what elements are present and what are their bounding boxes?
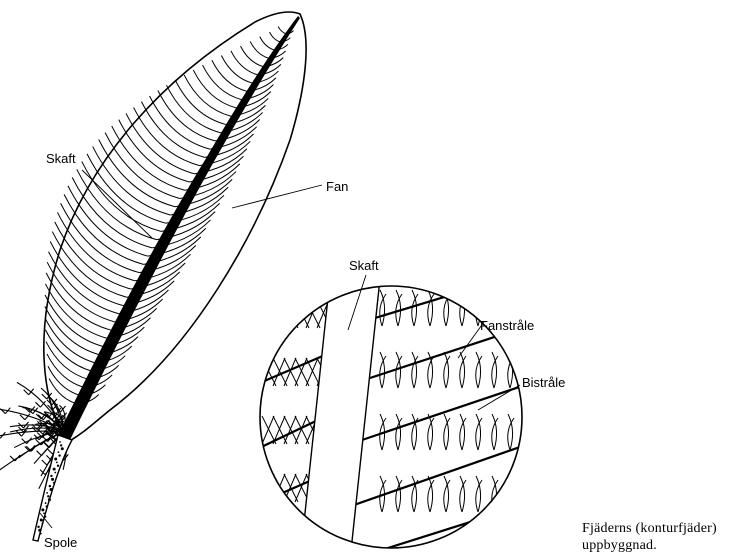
label-skaft-detail: Skaft (349, 258, 379, 273)
caption-line-2: uppbyggnad. (582, 537, 737, 554)
label-spole: Spole (44, 535, 77, 550)
quill-dot (41, 508, 44, 511)
down-filament (46, 455, 51, 460)
quill-dot (46, 505, 48, 507)
quill-dot (59, 441, 61, 443)
quill-dot (50, 475, 52, 477)
quill-dot (44, 515, 46, 517)
quill-dot (60, 444, 62, 446)
down-filament (42, 394, 47, 399)
detail-barbule (508, 480, 514, 512)
detail-barbule (273, 300, 287, 328)
detail-barbule (508, 476, 513, 512)
figure-caption: Fjäderns (konturfjäder) uppbyggnad. (582, 520, 737, 554)
down-filament (27, 438, 32, 444)
caption-line-1: Fjäderns (konturfjäder) (582, 520, 737, 537)
down-filament (20, 415, 25, 420)
quill-dot (48, 498, 51, 501)
quill-dot (51, 478, 54, 481)
quill-dot (57, 465, 59, 467)
quill-dot (53, 468, 56, 471)
detail-barbule (524, 418, 530, 450)
detail-barbule (273, 300, 285, 328)
down-filament (35, 402, 40, 407)
detail-barbule (524, 476, 529, 512)
detail-barbule (262, 474, 276, 502)
quill-dot (42, 523, 44, 525)
quill-dot (38, 529, 41, 532)
down-filament (49, 442, 54, 448)
detail-magnification (255, 260, 540, 559)
quill-dot (40, 533, 42, 535)
detail-barbule (524, 480, 530, 512)
quill-dot (45, 502, 47, 504)
down-filament (42, 450, 47, 456)
quill-dot (54, 457, 57, 460)
quill-dot (37, 526, 39, 528)
feather (0, 12, 306, 541)
quill-dot (58, 451, 60, 453)
down-filament (17, 431, 22, 436)
down-filament (37, 451, 42, 456)
quill-dot (49, 485, 51, 487)
label-bistrale: Bistråle (522, 375, 565, 390)
detail-barbule (262, 300, 274, 328)
quill-dot (46, 492, 48, 494)
quill-dot (61, 447, 64, 450)
detail-barbule (262, 300, 276, 328)
quill-dot (50, 488, 53, 491)
detail-barbule (262, 474, 274, 502)
label-skaft-feather: Skaft (46, 151, 76, 166)
label-fan: Fan (326, 179, 348, 194)
detail-barbule (284, 300, 298, 328)
down-filament (42, 460, 47, 465)
label-fanstrale: Fanstråle (480, 318, 534, 333)
quill-dot (40, 519, 43, 522)
quill-dot (56, 461, 58, 463)
quill-dot (54, 472, 56, 474)
quill-dot (47, 495, 49, 497)
quill-dot (53, 482, 55, 484)
detail-barbule (524, 414, 529, 450)
down-filament (44, 443, 49, 448)
down-filament (10, 456, 15, 461)
quill-dot (43, 512, 45, 514)
down-filament (24, 390, 29, 395)
quill-dot (58, 454, 60, 456)
down-filament (48, 449, 53, 454)
detail-barbule (284, 300, 296, 328)
